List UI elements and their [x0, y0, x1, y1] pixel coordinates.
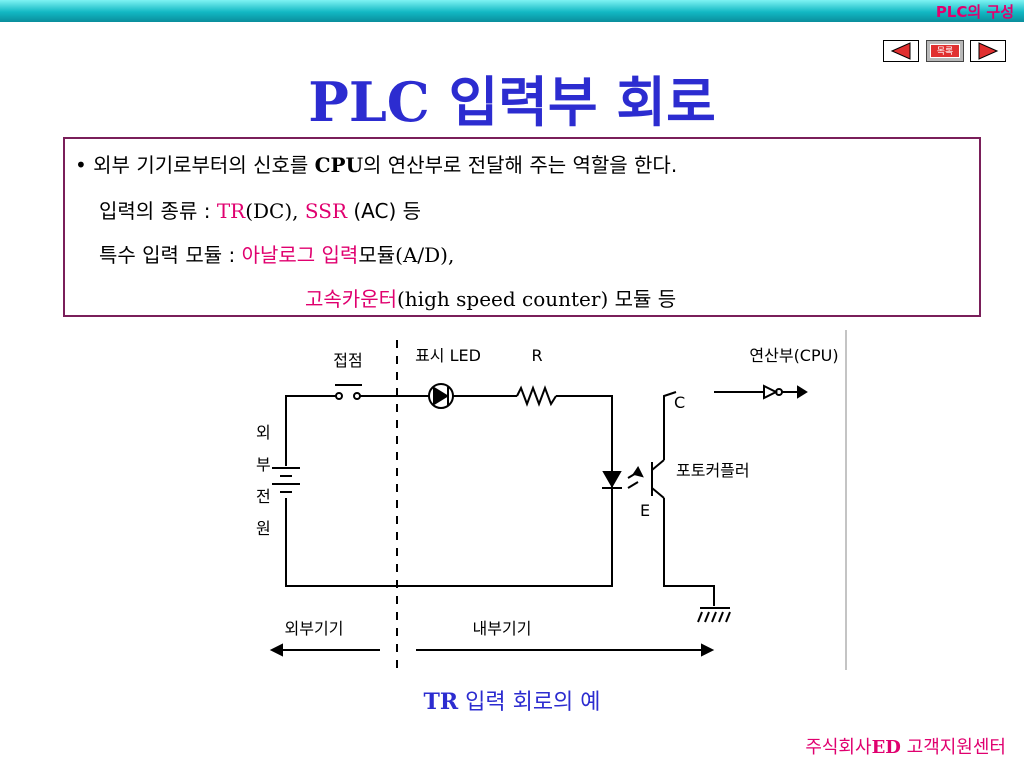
text-high-speed-counter: 고속카운터	[305, 287, 397, 311]
top-banner: PLC의 구성	[0, 0, 1024, 22]
triangle-right-icon	[978, 42, 999, 60]
toc-button[interactable]: 목록	[926, 40, 964, 62]
wire	[285, 395, 336, 466]
collector-label: C	[674, 393, 685, 412]
previous-slide-button[interactable]	[883, 40, 919, 62]
footer-support: 고객지원센터	[900, 737, 1006, 758]
external-power-label: 부	[256, 455, 271, 474]
text: 입력의 종류 :	[99, 199, 217, 223]
caption-tr: TR	[423, 689, 459, 715]
text: 모듈	[358, 243, 396, 267]
triangle-left-icon	[890, 42, 911, 60]
led-symbol	[428, 383, 517, 409]
text: 외부 기기로부터의 신호를	[93, 153, 315, 177]
diagram-caption: TR 입력 회로의 예	[0, 684, 1024, 716]
cpu-buffer	[714, 384, 808, 400]
external-power-label: 원	[256, 519, 271, 538]
cpu-label: 연산부(CPU)	[749, 346, 838, 365]
caption-text: 입력 회로의 예	[458, 690, 601, 715]
contact-label: 접점	[333, 351, 362, 370]
footer-ed: ED	[871, 737, 901, 758]
footer-company: 주식회사	[805, 737, 872, 758]
description-line-1: • 외부 기기로부터의 신호를 CPU의 연산부로 전달해 주는 역할을 한다.	[75, 149, 677, 178]
photocoupler-diode	[602, 466, 644, 489]
external-power-label: 외	[256, 423, 271, 442]
description-line-3: 특수 입력 모듈 : 아날로그 입력모듈(A/D),	[99, 239, 454, 268]
text-cpu: CPU	[314, 153, 364, 177]
resistor-symbol	[516, 385, 557, 407]
next-slide-button[interactable]	[970, 40, 1006, 62]
text: 모듈 등	[614, 287, 677, 311]
bullet: •	[75, 153, 87, 177]
battery-symbol	[272, 467, 300, 493]
led-label: 표시 LED	[415, 346, 481, 365]
tr-input-circuit-diagram: 접점 표시 LED R 연산부(CPU) C E 포토커플러 외 부 전 원 외…	[256, 330, 847, 670]
toc-label: 목록	[930, 44, 960, 58]
text-analog-input: 아날로그 입력	[241, 243, 359, 267]
text-ssr: SSR	[304, 199, 347, 223]
ground-symbol	[697, 607, 731, 623]
section-label: PLC의 구성	[935, 3, 1014, 21]
text: (high speed counter)	[397, 287, 615, 311]
page-title: PLC 입력부 회로	[308, 70, 716, 134]
text-tr: TR	[216, 199, 246, 223]
internal-device-label: 내부기기	[473, 619, 532, 638]
text: (A/D),	[395, 243, 455, 267]
description-line-4: 고속카운터(high speed counter) 모듈 등	[305, 283, 676, 312]
text: 특수 입력 모듈 :	[99, 243, 242, 267]
phototransistor	[651, 391, 715, 606]
photocoupler-label: 포토커플러	[676, 461, 750, 480]
wire	[285, 395, 613, 587]
internal-arrow	[416, 643, 715, 657]
description-box: • 외부 기기로부터의 신호를 CPU의 연산부로 전달해 주는 역할을 한다.…	[63, 137, 981, 317]
description-line-2: 입력의 종류 : TR(DC), SSR (AC) 등	[99, 195, 421, 224]
text: 의 연산부로 전달해 주는 역할을 한다.	[363, 153, 678, 177]
resistor-label: R	[531, 346, 542, 365]
contact-switch	[335, 384, 430, 400]
text: (AC) 등	[347, 199, 422, 223]
emitter-label: E	[640, 501, 650, 520]
external-arrow	[269, 643, 380, 657]
footer: 주식회사ED 고객지원센터	[805, 733, 1006, 759]
external-power-label: 전	[256, 487, 271, 506]
text: (DC),	[245, 199, 305, 223]
external-device-label: 외부기기	[285, 619, 344, 638]
